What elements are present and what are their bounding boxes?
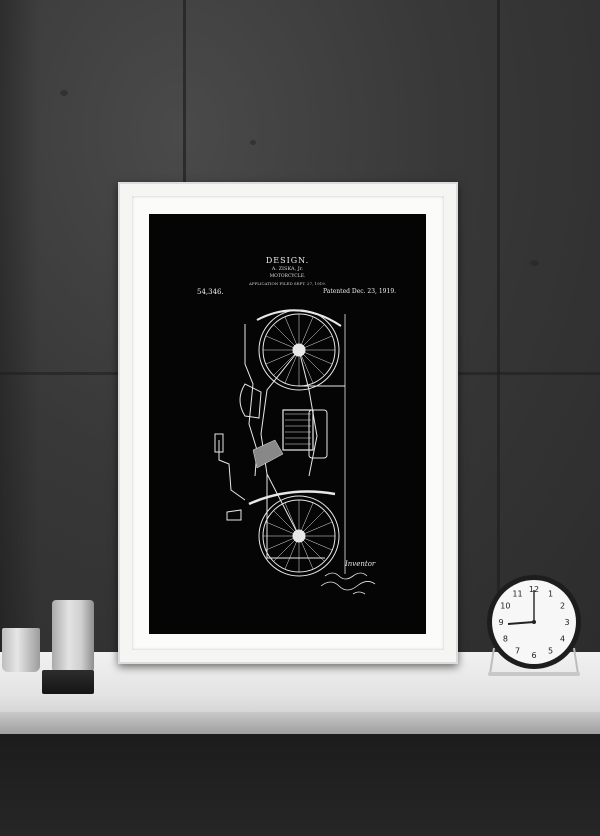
ceramic-vase (52, 600, 94, 672)
wall-texture (250, 140, 256, 145)
clock-hour-hand (507, 621, 535, 625)
patent-date: Patented Dec. 23, 1919. (323, 288, 397, 295)
clock-numeral: 1 (548, 589, 553, 598)
shelf-edge (0, 712, 600, 734)
ceramic-cup (2, 628, 40, 672)
motorcycle-drawing: Inventor (214, 309, 376, 595)
patent-title: DESIGN. (265, 256, 310, 265)
wall-texture (530, 260, 539, 266)
clock-numeral: 7 (515, 647, 520, 656)
clock-numeral: 12 (529, 585, 539, 594)
wall-seam (497, 0, 500, 660)
shelf-shadow-area (0, 734, 600, 836)
clock-numeral: 6 (531, 651, 536, 660)
inventor-signature: Inventor (320, 560, 376, 595)
patent-inventor: A. ZISKA, Jr. (271, 266, 304, 272)
rear-wheel (248, 490, 340, 577)
clock-numeral: 2 (560, 602, 565, 611)
clock-numeral: 10 (500, 602, 510, 611)
clock-numeral: 5 (548, 647, 553, 656)
clock-numeral: 3 (564, 618, 569, 627)
clock-numeral: 4 (560, 635, 565, 644)
picture-mat: DESIGN. A. ZISKA, Jr. MOTORCYCLE. APPLIC… (132, 196, 444, 650)
picture-frame: DESIGN. A. ZISKA, Jr. MOTORCYCLE. APPLIC… (118, 182, 458, 664)
svg-text:Inventor: Inventor (344, 560, 376, 568)
patent-number: 54,346. (197, 288, 224, 296)
clock-numeral: 11 (512, 589, 522, 598)
clock-numeral: 9 (498, 618, 503, 627)
black-box (42, 670, 94, 694)
motorcycle-frame (214, 314, 346, 574)
clock-numeral: 8 (503, 635, 508, 644)
patent-print: DESIGN. A. ZISKA, Jr. MOTORCYCLE. APPLIC… (149, 214, 426, 634)
wall-texture (60, 90, 68, 96)
patent-filed-date: APPLICATION FILED SEPT. 27, 1919. (248, 281, 326, 286)
patent-subject: MOTORCYCLE. (269, 274, 306, 279)
